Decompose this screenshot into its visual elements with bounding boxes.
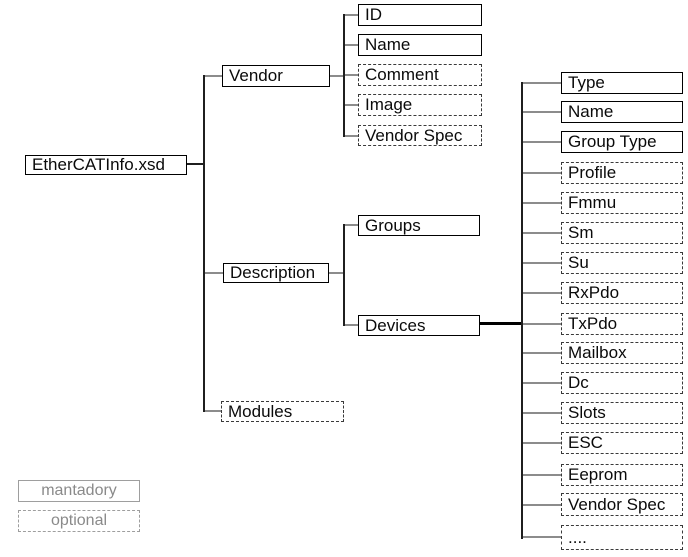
profile-stub-line: [523, 172, 561, 174]
modules-stub-line: [205, 410, 221, 412]
devices-stub-line: [345, 324, 358, 326]
eeprom-stub-line: [523, 474, 561, 476]
name-stub-line: [345, 44, 358, 46]
devices-children-trunk: [521, 82, 523, 539]
vendor-out-line: [330, 75, 344, 77]
sm-stub-line: [523, 232, 561, 234]
root-children-trunk: [203, 75, 205, 412]
fmmu-stub-line: [523, 202, 561, 204]
comment-stub-line: [345, 74, 358, 76]
node-devices-mailbox: Mailbox: [561, 342, 683, 364]
node-devices-txpdo: TxPdo: [561, 313, 683, 335]
node-vendor-image: Image: [358, 94, 482, 116]
root-connector-line: [187, 163, 204, 165]
node-devices-type: Type: [561, 72, 683, 94]
esc-stub-line: [523, 442, 561, 444]
description-out-line: [329, 272, 344, 274]
type-stub-line: [523, 82, 561, 84]
id-stub-line: [345, 14, 358, 16]
node-vendor-vendor-spec: Vendor Spec: [358, 125, 482, 146]
node-ethercatinfo-xsd: EtherCATInfo.xsd: [25, 155, 187, 175]
slots-stub-line: [523, 412, 561, 414]
node-devices-eeprom: Eeprom: [561, 464, 683, 486]
node-devices-esc: ESC: [561, 432, 683, 454]
name2-stub-line: [523, 111, 561, 113]
node-devices-su: Su: [561, 252, 683, 274]
vendor-spec2-stub-line: [523, 504, 561, 506]
node-devices-dc: Dc: [561, 372, 683, 394]
vendor-stub-line: [205, 75, 222, 77]
group-type-stub-line: [523, 141, 561, 143]
node-description: Description: [223, 263, 329, 283]
legend-optional: optional: [18, 510, 140, 532]
image-stub-line: [345, 104, 358, 106]
node-devices-rxpdo: RxPdo: [561, 282, 683, 304]
node-vendor-name: Name: [358, 34, 482, 56]
mailbox-stub-line: [523, 352, 561, 354]
node-devices-slots: Slots: [561, 402, 683, 424]
description-children-trunk: [343, 224, 345, 326]
vendor-spec-stub-line: [345, 135, 358, 137]
node-groups: Groups: [358, 215, 480, 236]
vendor-children-trunk: [343, 14, 345, 137]
txpdo-stub-line: [523, 323, 561, 325]
su-stub-line: [523, 262, 561, 264]
node-vendor-id: ID: [358, 4, 482, 26]
node-vendor-comment: Comment: [358, 64, 482, 86]
node-devices: Devices: [358, 315, 480, 336]
node-modules: Modules: [221, 401, 344, 422]
node-devices-profile: Profile: [561, 162, 683, 184]
dc-stub-line: [523, 382, 561, 384]
groups-stub-line: [345, 224, 358, 226]
node-devices-etc: ....: [561, 525, 683, 550]
node-devices-group-type: Group Type: [561, 131, 683, 153]
legend-mandatory: mantadory: [18, 480, 140, 502]
description-stub-line: [205, 272, 223, 274]
node-devices-vendor-spec: Vendor Spec: [561, 493, 683, 516]
rxpdo-stub-line: [523, 292, 561, 294]
node-devices-fmmu: Fmmu: [561, 192, 683, 214]
etc-stub-line: [523, 536, 561, 538]
node-vendor: Vendor: [222, 65, 330, 87]
node-devices-name: Name: [561, 101, 683, 123]
devices-out-line: [480, 322, 523, 325]
node-devices-sm: Sm: [561, 222, 683, 244]
